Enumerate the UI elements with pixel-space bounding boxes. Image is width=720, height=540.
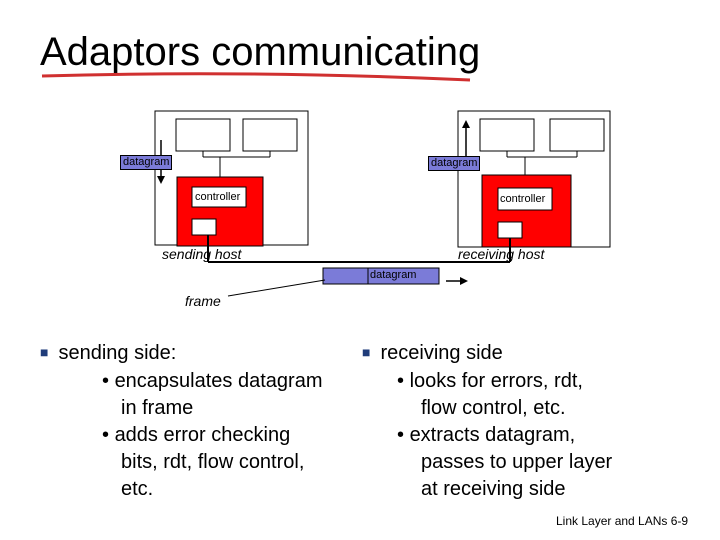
- sending-host-unit-1: [175, 118, 231, 152]
- title-underline: [41, 72, 471, 82]
- list-item: flow control, etc.: [421, 397, 566, 419]
- controller-label-sending: controller: [195, 191, 241, 203]
- list-item: • looks for errors, rdt,: [397, 370, 583, 392]
- receiving-host-label: receiving host: [458, 246, 545, 262]
- list-item: in frame: [121, 397, 194, 419]
- arrow-down-icon: [157, 176, 165, 184]
- square-bullet-icon: ■: [362, 344, 371, 360]
- list-item: etc.: [121, 478, 154, 500]
- list-item: at receiving side: [421, 478, 566, 500]
- list-item: • encapsulates datagram: [102, 370, 323, 392]
- arrow-up-icon: [462, 120, 470, 128]
- list-item: • extracts datagram,: [397, 424, 576, 446]
- sending-host-label: sending host: [162, 246, 242, 262]
- datagram-tag-sending: datagram: [120, 155, 173, 170]
- frame-pointer: [227, 279, 326, 297]
- list-item: passes to upper layer: [421, 451, 613, 473]
- receiving-host-unit-2: [549, 118, 605, 152]
- frame-label: frame: [185, 293, 221, 309]
- page-title: Adaptors communicating: [40, 30, 481, 74]
- receiving-side-list: ■receiving side • looks for errors, rdt,…: [362, 340, 612, 503]
- datagram-tag-receiving: datagram: [428, 156, 481, 171]
- receiving-side-heading: ■receiving side: [362, 342, 503, 364]
- list-item: • adds error checking: [102, 424, 291, 446]
- receiving-controller: [481, 174, 572, 248]
- receiving-host-unit-1: [479, 118, 535, 152]
- sending-side-heading: ■sending side:: [40, 342, 177, 364]
- slide-footer: Link Layer and LANs 6-9: [556, 514, 689, 528]
- datagram-tag-frame: datagram: [370, 269, 417, 281]
- controller-label-receiving: controller: [500, 193, 546, 205]
- square-bullet-icon: ■: [40, 344, 49, 360]
- arrow-right-icon: [460, 277, 468, 285]
- sending-side-list: ■sending side: • encapsulates datagram i…: [40, 340, 322, 503]
- list-item: bits, rdt, flow control,: [121, 451, 305, 473]
- sending-host-unit-2: [242, 118, 298, 152]
